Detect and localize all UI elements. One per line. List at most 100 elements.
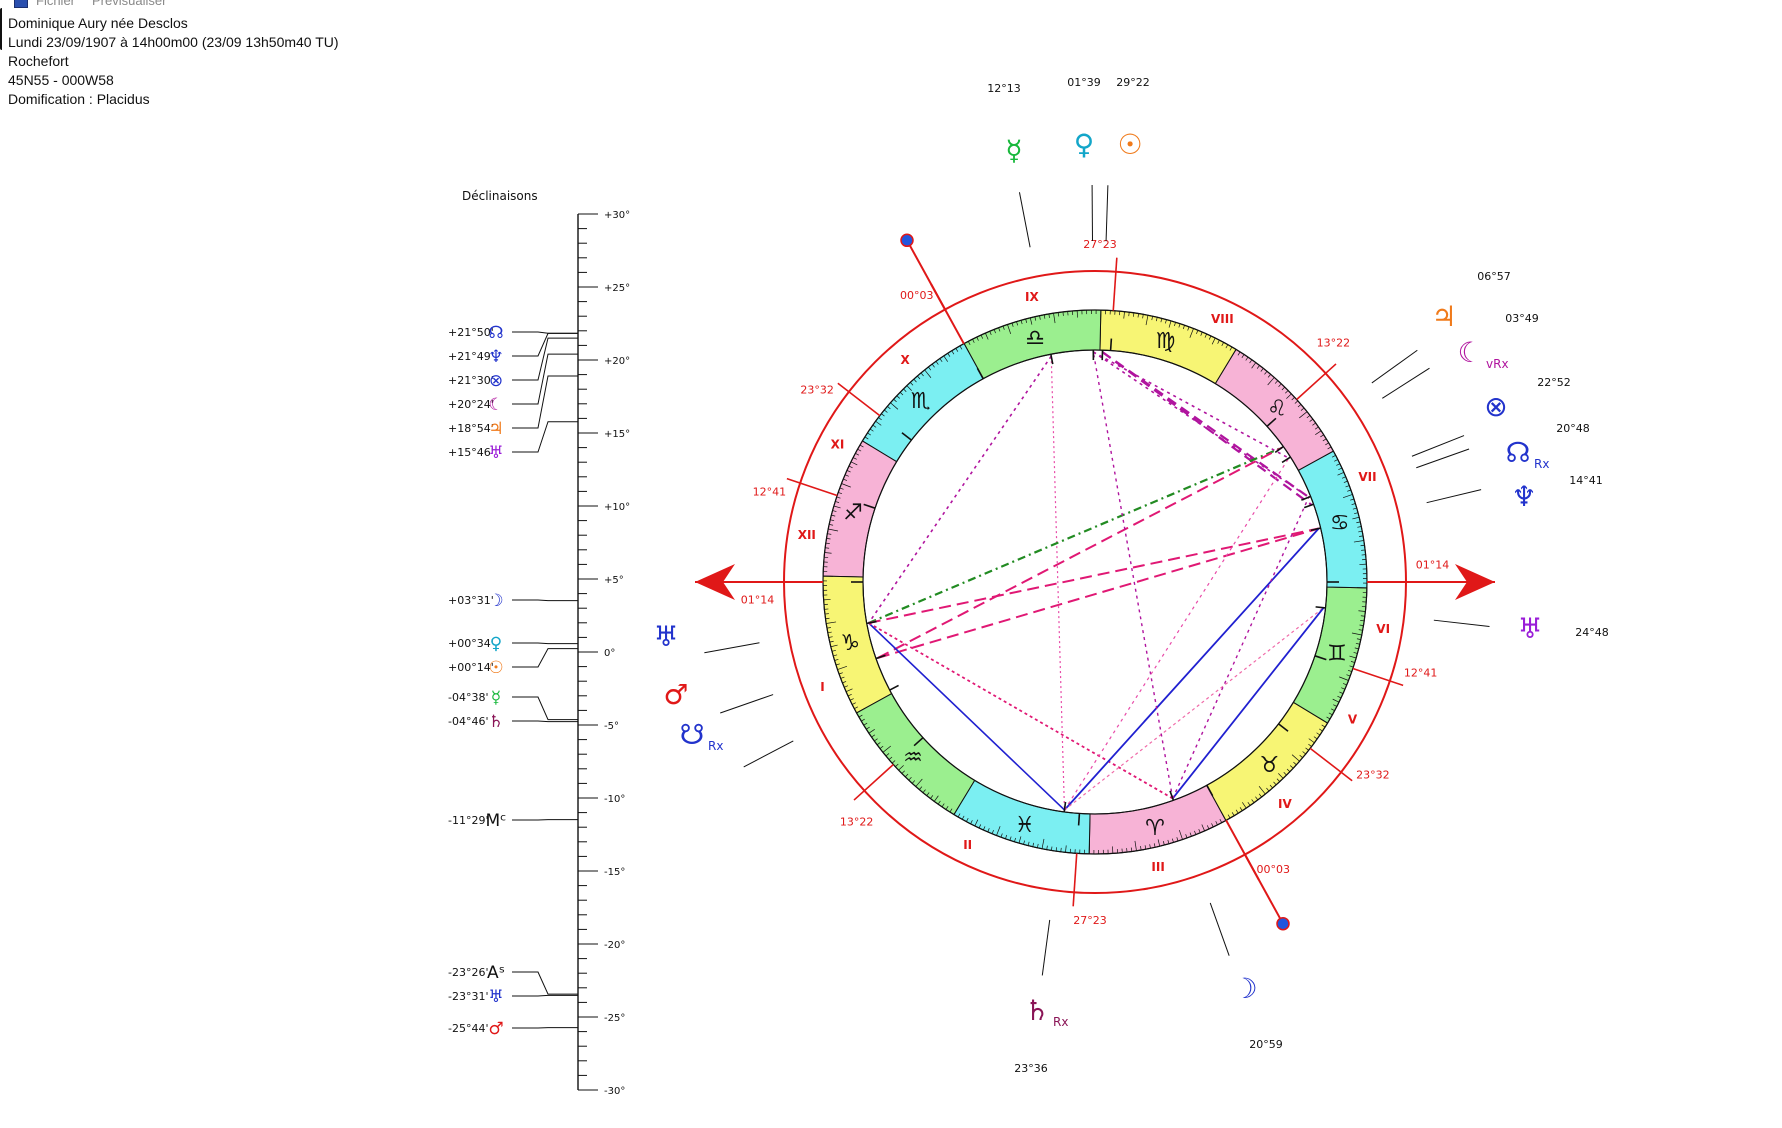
ic-marker-icon (1276, 916, 1290, 931)
zodiac-degree-tick (1330, 708, 1335, 711)
zodiac-degree-tick (1269, 784, 1273, 789)
zodiac-degree-tick (828, 528, 839, 532)
zodiac-degree-tick (919, 786, 923, 790)
decl-scale-label: -30° (604, 1086, 625, 1097)
zodiac-degree-tick (843, 478, 848, 481)
zodiac-degree-tick (1347, 489, 1352, 492)
saturn-icon: ♄ (1024, 994, 1049, 1027)
decl-scale-label: -10° (604, 794, 625, 805)
mc-marker-icon (900, 233, 914, 248)
decl-scale-label: -25° (604, 1013, 625, 1024)
aspect-line (1101, 351, 1313, 506)
house-cusp-line (853, 763, 894, 801)
decl-value-label: -23°31' (448, 990, 489, 1003)
zodiac-degree-tick (996, 826, 1001, 836)
decl-connector (512, 994, 578, 997)
planet-degree-label: 20°48 (1556, 422, 1590, 435)
zodiac-degree-tick (1349, 655, 1357, 659)
menu-file[interactable]: Fichier (36, 0, 76, 8)
zodiac-degree-tick (1255, 796, 1259, 801)
zodiac-degree-tick (1134, 840, 1137, 851)
house-numeral: II (963, 838, 972, 852)
zodiac-degree-tick (1332, 698, 1340, 703)
zodiac-degree-tick (1239, 807, 1243, 811)
axis-line (1244, 853, 1284, 925)
planet-spoke (743, 740, 794, 768)
zodiac-degree-tick (1351, 632, 1362, 636)
zodiac-degree-tick (1356, 521, 1361, 524)
zodiac-degree-tick (983, 826, 986, 831)
cusp-inner-tick (1314, 655, 1327, 661)
zodiac-degree-tick (1337, 472, 1345, 476)
zodiac-degree-tick (844, 685, 849, 688)
zodiac-degree-tick (985, 332, 989, 340)
planet-degree-label: 14°41 (1569, 474, 1603, 487)
neptune-icon: ♆ (1511, 480, 1536, 513)
zodiac-degree-tick (961, 815, 965, 820)
zodiac-degree-tick (989, 331, 992, 336)
zodiac-degree-tick (976, 336, 979, 341)
zodiac-degree-tick (991, 829, 994, 834)
zodiac-degree-tick (1016, 321, 1019, 326)
planet-spoke (704, 642, 760, 654)
cusp-inner-tick (913, 737, 924, 747)
zodiac-degree-tick (1189, 328, 1194, 338)
zodiac-degree-tick (1025, 318, 1028, 323)
decl-planet-icon: ♃ (488, 419, 503, 439)
planet-spoke (1426, 489, 1482, 504)
zodiac-degree-tick (951, 350, 955, 355)
zodiac-degree-tick (1322, 438, 1327, 442)
zodiac-degree-tick (1053, 313, 1056, 324)
house-cusp-line (1352, 667, 1404, 687)
house-cusp-line (786, 477, 838, 497)
zodiac-degree-tick (890, 402, 899, 410)
zodiac-sign-icon: ♒ (903, 745, 923, 770)
house-numeral: VII (1358, 470, 1376, 484)
menu-preview[interactable]: Prévisualiser (92, 0, 167, 8)
zodiac-degree-tick (1217, 339, 1220, 344)
house-numeral: X (900, 353, 910, 367)
decl-connector (512, 648, 578, 668)
zodiac-degree-tick (937, 800, 941, 805)
zodiac-degree-tick (1267, 377, 1275, 386)
zodiac-degree-tick (1229, 346, 1233, 351)
zodiac-degree-tick (1208, 335, 1212, 340)
zodiac-degree-tick (1009, 836, 1012, 841)
zodiac-degree-tick (910, 382, 914, 386)
planet-position-tick (1169, 790, 1175, 801)
zodiac-degree-tick (851, 702, 856, 705)
zodiac-degree-tick (1315, 430, 1322, 435)
zodiac-degree-tick (1314, 426, 1319, 430)
decl-scale-label: +25° (604, 283, 630, 294)
zodiac-degree-tick (1350, 498, 1355, 501)
left-edge-mark (0, 8, 5, 50)
zodiac-degree-tick (848, 465, 853, 469)
planet-degree-label: 12°13 (987, 82, 1021, 95)
zodiac-degree-tick (959, 345, 963, 350)
decl-connector (512, 720, 578, 723)
zodiac-degree-tick (1155, 317, 1158, 322)
planet-position-tick (889, 684, 899, 691)
zodiac-degree-tick (859, 444, 864, 448)
decl-connector (512, 696, 578, 721)
house-numeral: V (1348, 713, 1358, 727)
zodiac-degree-tick (842, 681, 847, 684)
zodiac-sign-icon: ♋ (1330, 511, 1350, 536)
zodiac-degree-tick (1187, 326, 1190, 331)
zodiac-degree-tick (1235, 809, 1239, 814)
zodiac-degree-tick (835, 663, 840, 666)
zodiac-degree-tick (1291, 397, 1295, 401)
zodiac-degree-tick (1144, 845, 1147, 850)
zodiac-degree-tick (881, 413, 885, 417)
lilith-retro-mark: vRx (1486, 357, 1509, 371)
zodiac-degree-tick (922, 789, 926, 793)
zodiac-degree-tick (963, 343, 970, 353)
zodiac-degree-tick (1331, 454, 1336, 458)
cusp-inner-tick (901, 432, 912, 441)
zodiac-degree-tick (1309, 418, 1314, 422)
decl-scale-label: +15° (604, 429, 630, 440)
zodiac-degree-tick (1358, 629, 1363, 631)
zodiac-degree-tick (1358, 530, 1363, 533)
zodiac-degree-tick (882, 745, 891, 753)
zodiac-degree-tick (1200, 331, 1203, 336)
